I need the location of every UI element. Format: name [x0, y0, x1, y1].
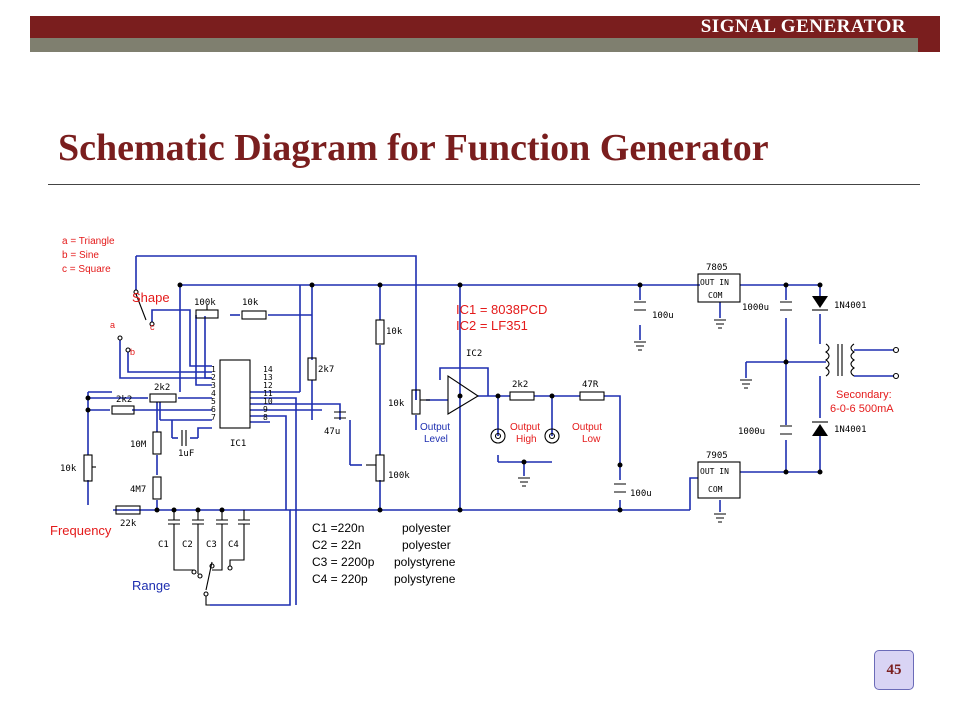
ic1-note: IC1 = 8038PCD [456, 302, 547, 317]
ic1-pin-4: 4 [211, 389, 216, 398]
r-100k-pot-label: 100k [388, 471, 410, 481]
output-level-line1: Output [420, 422, 450, 433]
cap-table-c3-type: polystyrene [394, 555, 456, 569]
header-corner-square [918, 16, 940, 52]
header-bar [30, 16, 918, 38]
cap-table-c4-value: C4 = 220p [312, 572, 368, 586]
c-47u-label: 47u [324, 427, 340, 437]
range-cap-c4: C4 [228, 540, 239, 550]
slide-title: Schematic Diagram for Function Generator [58, 127, 769, 169]
frequency-label: Frequency [50, 523, 112, 538]
ic1-pin-10: 10 [263, 397, 273, 406]
r-2k7-label: 2k7 [318, 365, 334, 375]
ic2-opamp [447, 374, 480, 415]
title-divider [48, 184, 920, 185]
ic1-pin-11: 11 [263, 389, 273, 398]
component-values: 100k 10k 10k 2k7 2k2 2k2 10M 4M7 10k 22k… [60, 263, 867, 550]
r-100k-top-label: 100k [194, 298, 216, 308]
ic1-pin-12: 12 [263, 381, 273, 390]
header-bar-fill [30, 16, 918, 38]
switch-pos-a: a [110, 320, 115, 330]
output-low-line2: Low [582, 434, 601, 445]
components [83, 273, 900, 606]
ic2-label: IC2 [466, 349, 482, 359]
capacitor-table: C1 =220n polyester C2 = 22n polyester C3… [312, 521, 456, 586]
range-cap-c2: C2 [182, 540, 193, 550]
ic1-pin-13: 13 [263, 373, 273, 382]
legend-square: c = Square [62, 264, 111, 275]
diode-bot-label: 1N4001 [834, 425, 867, 435]
range-label: Range [132, 578, 170, 593]
ic1-pin-3: 3 [211, 381, 216, 390]
c-100u-bot-label: 100u [630, 489, 652, 499]
r-47r-label: 47R [582, 380, 599, 390]
ic1-pin-14: 14 [263, 365, 273, 374]
c-1uf-label: 1uF [178, 449, 194, 459]
ic1-pin-2: 2 [211, 373, 216, 382]
legend-triangle: a = Triangle [62, 236, 115, 247]
r-10k-level-label: 10k [388, 399, 405, 409]
ic1-pin-5: 5 [211, 397, 216, 406]
r-10m-label: 10M [130, 440, 147, 450]
header-strip [30, 38, 918, 52]
reg-7905-com: COM [708, 485, 723, 494]
cap-table-c3-value: C3 = 2200p [312, 555, 375, 569]
regulator-7805 [697, 273, 741, 303]
range-cap-c1: C1 [158, 540, 169, 550]
shape-label: Shape [132, 290, 170, 305]
diode-top-label: 1N4001 [834, 301, 867, 311]
r-2k2-a-label: 2k2 [154, 383, 170, 393]
cap-table-c1-type: polyester [402, 521, 451, 535]
output-high-line2: High [516, 434, 537, 445]
wiring [87, 255, 894, 606]
ic1-label: IC1 [230, 439, 246, 449]
output-high-line1: Output [510, 422, 540, 433]
cap-table-c2-value: C2 = 22n [312, 538, 361, 552]
reg-7805-com: COM [708, 291, 723, 300]
ic1-pin-8: 8 [263, 413, 268, 422]
range-cap-c3: C3 [206, 540, 217, 550]
legend-sine: b = Sine [62, 250, 99, 261]
reg-7805-label: 7805 [706, 263, 728, 273]
ic2-note: IC2 = LF351 [456, 318, 528, 333]
switch-pos-c: c [150, 322, 155, 332]
ic1-body [219, 359, 251, 429]
c-100u-top-label: 100u [652, 311, 674, 321]
r-4m7-label: 4M7 [130, 485, 146, 495]
ic1-pin-9: 9 [263, 405, 268, 414]
regulator-7905 [697, 461, 741, 499]
secondary-line2: 6-0-6 500mA [830, 403, 894, 415]
cap-table-c4-type: polystyrene [394, 572, 456, 586]
output-low-line1: Output [572, 422, 602, 433]
r-2k2-out-label: 2k2 [512, 380, 528, 390]
reg-7805-pins: OUT IN [700, 278, 729, 287]
cap-table-c2-type: polyester [402, 538, 451, 552]
legend-labels: a = Triangle b = Sine c = Square [62, 236, 115, 275]
ic1-pin-6: 6 [211, 405, 216, 414]
r-22k-label: 22k [120, 519, 137, 529]
switch-pos-b: b [130, 347, 135, 357]
ic1-pin-1: 1 [211, 365, 216, 374]
ic1-pin-7: 7 [211, 413, 216, 422]
ic1-pins: 1 2 3 4 5 6 7 14 13 12 11 10 9 8 [211, 365, 273, 422]
reg-7905-pins: OUT IN [700, 467, 729, 476]
c-1000u-bot-label: 1000u [738, 427, 765, 437]
page-number-badge: 45 [874, 650, 914, 690]
r-2k2-b-label: 2k2 [116, 395, 132, 405]
cap-table-c1-value: C1 =220n [312, 521, 364, 535]
output-level-line2: Level [424, 434, 448, 445]
r-10k-freq-label: 10k [60, 464, 77, 474]
r-10k-vert-label: 10k [386, 327, 403, 337]
reg-7905-label: 7905 [706, 451, 728, 461]
section-title: SIGNAL GENERATOR [696, 16, 910, 38]
r-10k-top-label: 10k [242, 298, 259, 308]
c-1000u-top-label: 1000u [742, 303, 769, 313]
secondary-line1: Secondary: [836, 389, 892, 401]
